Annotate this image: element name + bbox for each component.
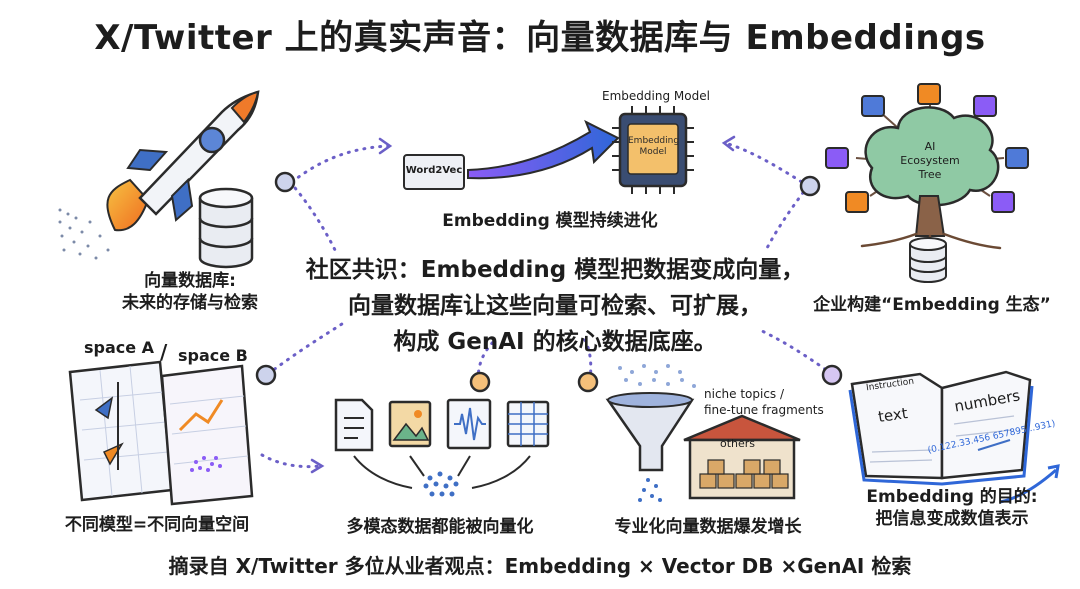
niche-annotation-line1: niche topics / [704, 387, 785, 401]
node-circle [799, 175, 821, 197]
connector-right-top [763, 184, 810, 254]
center-line2: 向量数据库让这些向量可检索、可扩展， [348, 293, 762, 319]
trend-arrowhead-icon [1047, 464, 1060, 479]
tree-database-icon [909, 237, 947, 283]
purpose-caption-line1: Embedding 的目的: [866, 487, 1038, 507]
connector-tree-to-model [723, 141, 810, 188]
node-circle [274, 171, 296, 193]
connector-left-top [288, 180, 337, 252]
space-a-label: space A [84, 338, 155, 357]
node-circle [577, 371, 599, 393]
spaces-caption: 不同模型=不同向量空间 [64, 515, 250, 535]
vector-space-b-icon [160, 364, 254, 506]
document-icon [334, 398, 374, 452]
center-line1: 社区共识：Embedding 模型把数据变成向量， [305, 257, 805, 283]
vector-space-a-icon [68, 360, 174, 502]
vector-db-caption: 向量数据库: 未来的存储与检索 [110, 270, 270, 314]
image-icon [388, 400, 432, 448]
cpu-chip-icon [612, 106, 694, 194]
multimodal-caption: 多模态数据都能被向量化 [346, 517, 534, 537]
vectorize-arrows-icon [353, 455, 531, 489]
footer-source: 摘录自 X/Twitter 多位从业者观点：Embedding × Vector… [168, 554, 912, 578]
vector-db-caption-line2: 未来的存储与检索 [122, 293, 258, 313]
page-title: X/Twitter 上的真实声音：向量数据库与 Embeddings [94, 18, 986, 58]
chip-label-line2: Model [639, 147, 667, 157]
evolution-arrow-icon [467, 119, 620, 180]
table-icon [506, 400, 550, 448]
database-icon [198, 187, 254, 269]
tree-label: AI Ecosystem Tree [896, 140, 964, 182]
connector-arrowhead [310, 458, 325, 474]
funnel-icon [605, 364, 696, 502]
connector-center-left [476, 338, 497, 382]
node-circle [821, 364, 843, 386]
warehouse-icon [683, 414, 801, 500]
connector-nodes [255, 171, 843, 393]
node-circle [255, 364, 277, 386]
rocket-icon [106, 90, 260, 232]
purpose-caption: Embedding 的目的: 把信息变成数值表示 [852, 486, 1052, 530]
vector-db-caption-line1: 向量数据库: [144, 271, 236, 291]
ecosystem-caption: 企业构建“Embedding 生态” [813, 295, 1051, 315]
niche-annotation: niche topics / fine-tune fragments [704, 386, 824, 418]
center-consensus-text: 社区共识：Embedding 模型把数据变成向量， 向量数据库让这些向量可检索、… [255, 252, 855, 360]
vector-dots-icon [423, 471, 459, 497]
warehouse-label: others [720, 437, 756, 450]
chip-label-line1: Embedding [628, 136, 680, 146]
space-slash: / [160, 340, 168, 364]
trend-arrow-icon [999, 468, 1057, 504]
connector-rocket-to-model [290, 144, 390, 184]
connector-spaces-to-multimodal [260, 453, 322, 469]
connector-arrowhead [378, 137, 393, 155]
audio-icon [446, 398, 492, 450]
connector-arrowhead [721, 135, 736, 152]
binary-stream-icon [58, 208, 110, 260]
embedding-model-caption: Embedding 模型持续进化 [442, 211, 658, 231]
center-line3: 构成 GenAI 的核心数据底座。 [393, 329, 717, 355]
connector-center-right [583, 338, 593, 382]
tree-label-line2: Ecosystem [900, 154, 960, 167]
embedding-model-label: Embedding Model [602, 89, 710, 103]
tree-label-line1: AI [924, 140, 936, 153]
word2vec-chip-icon [403, 154, 465, 190]
tree-label-line3: Tree [918, 168, 942, 181]
space-b-label: space B [178, 346, 248, 365]
book-icon [848, 370, 1034, 486]
niche-annotation-line2: fine-tune fragments [704, 403, 824, 417]
chip-label: Embedding Model [628, 136, 680, 158]
funnel-caption: 专业化向量数据爆发增长 [614, 517, 802, 537]
word2vec-label: Word2Vec [405, 165, 463, 176]
node-circle [469, 371, 491, 393]
purpose-caption-line2: 把信息变成数值表示 [875, 509, 1029, 529]
